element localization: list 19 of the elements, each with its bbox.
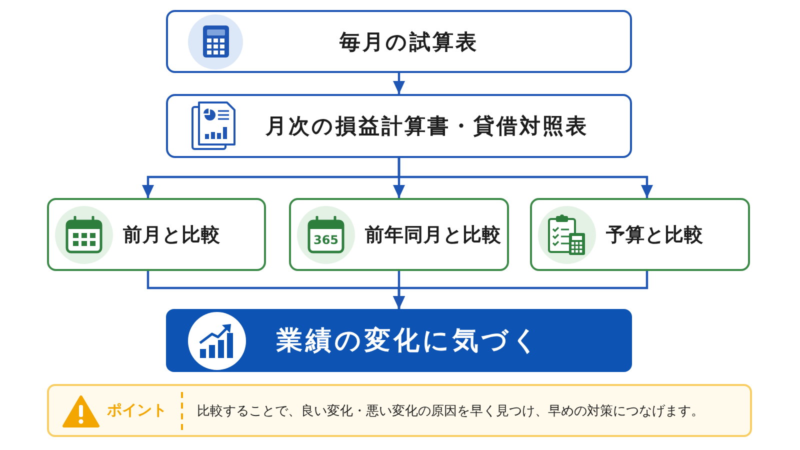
process-box xyxy=(166,94,632,158)
result-banner xyxy=(166,309,632,372)
comparison-box xyxy=(530,198,750,271)
arrow xyxy=(398,158,653,198)
calendar-number: 365 xyxy=(312,232,340,246)
note-panel xyxy=(47,384,752,437)
result-title: 業績の変化に気づく xyxy=(276,325,542,358)
comparison-title: 予算と比較 xyxy=(606,222,704,248)
step-title: 月次の損益計算書・貸借対照表 xyxy=(264,113,588,140)
note-text: 比較することで、良い変化・悪い変化の原因を早く見つけ、早めの対策につなげます。 xyxy=(197,402,704,420)
arrow xyxy=(393,73,405,94)
comparison-title: 前月と比較 xyxy=(123,222,220,248)
point-label: ポイント xyxy=(107,401,167,420)
arrow xyxy=(393,271,648,309)
comparison-title: 前年同月と比較 xyxy=(365,222,502,248)
comparison-box xyxy=(47,198,266,271)
comparison-box xyxy=(289,198,509,271)
step-title: 毎月の試算表 xyxy=(338,28,478,56)
process-box xyxy=(166,10,632,73)
